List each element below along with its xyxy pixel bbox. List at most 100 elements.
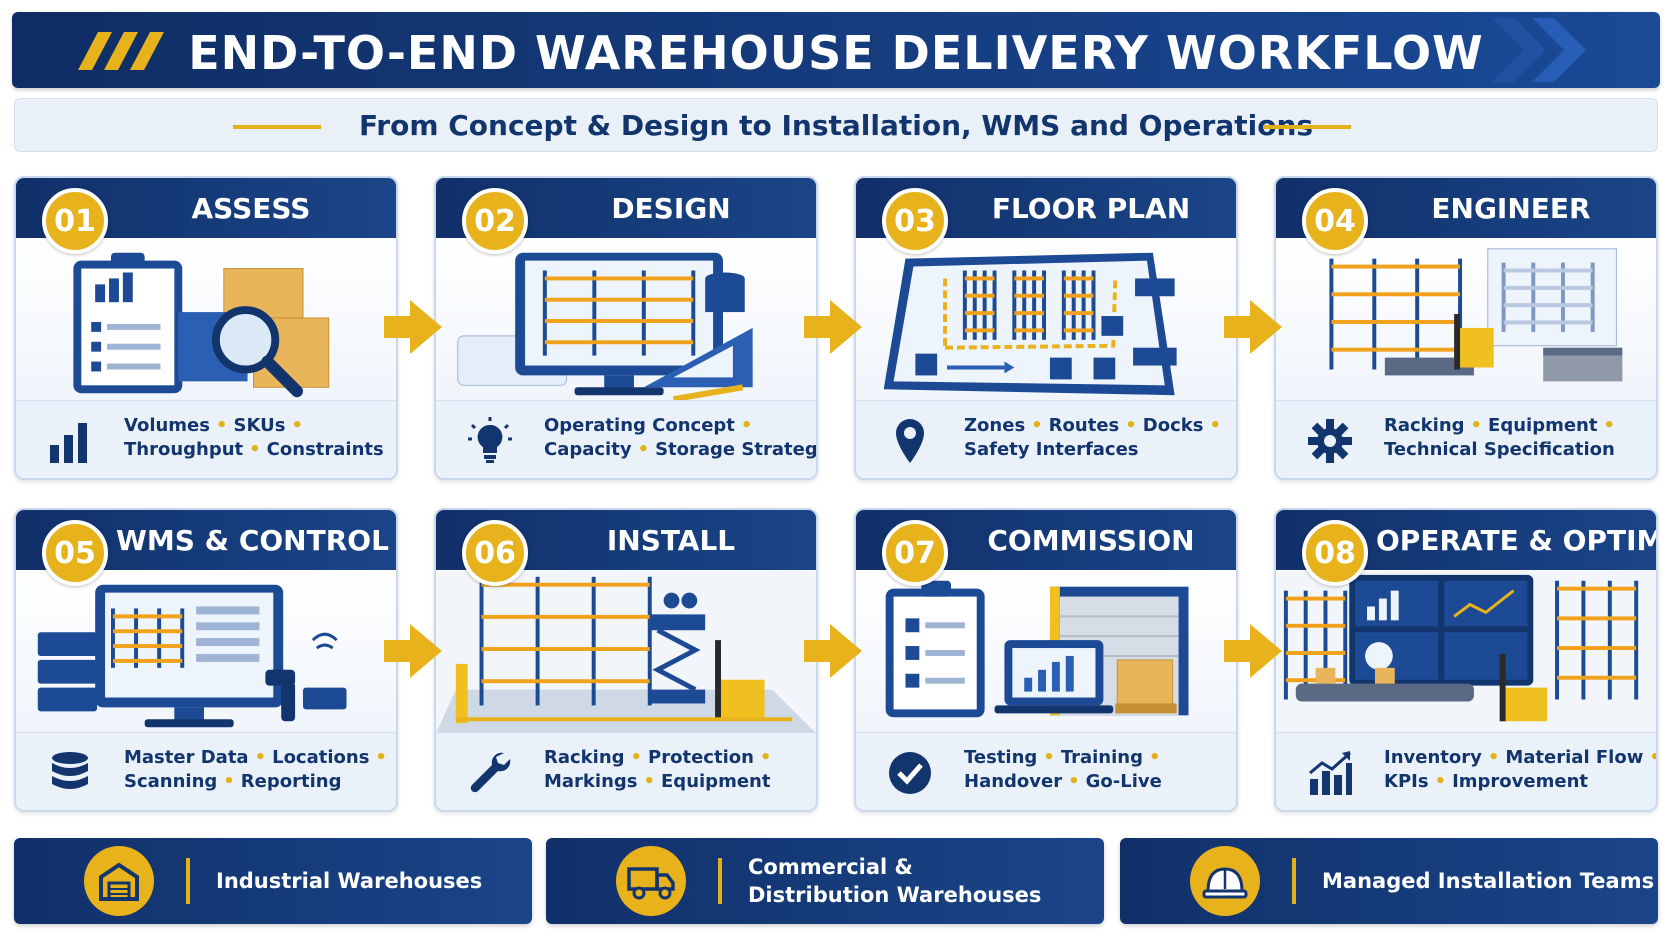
detail-item: Docks <box>1142 415 1204 436</box>
detail-item: SKUs <box>233 415 286 436</box>
step-number-badge: 03 <box>882 188 948 254</box>
detail-item: Throughput <box>124 439 244 460</box>
step-detail-line2: Markings•Equipment <box>544 771 806 792</box>
detail-item: Training <box>1060 747 1143 768</box>
database-icon <box>52 752 88 789</box>
step-illustration <box>436 570 816 734</box>
bullet-dot: • <box>1470 415 1483 436</box>
step-detail-line2: Safety Interfaces <box>964 439 1226 460</box>
step-illustration <box>856 238 1236 402</box>
bullet-dot: • <box>637 439 650 460</box>
separator <box>186 858 190 904</box>
bullet-dot: • <box>1209 415 1221 436</box>
detail-item: Improvement <box>1452 771 1588 792</box>
arrow-right-icon <box>384 300 442 354</box>
detail-item: Constraints <box>266 439 384 460</box>
step-detail-line1: Master Data•Locations• <box>124 747 387 768</box>
header-banner: END-TO-END WAREHOUSE DELIVERY WORKFLOW <box>12 12 1660 88</box>
step-footer: Volumes•SKUs• Throughput•Constraints <box>16 400 396 478</box>
detail-item: Go-Live <box>1085 771 1162 792</box>
step-detail-line1: Racking•Protection• <box>544 747 806 768</box>
audience-bar-installation: Managed Installation Teams <box>1120 838 1658 924</box>
wrench-icon <box>470 752 511 793</box>
detail-item: Reporting <box>240 771 342 792</box>
step-footer: Racking•Equipment• Technical Specificati… <box>1276 400 1656 478</box>
detail-item: Storage Strategy <box>655 439 818 460</box>
step-number-badge: 02 <box>462 188 528 254</box>
detail-item: Equipment <box>661 771 771 792</box>
step-card: 02 DESIGN Operating Concept• Capacity•St… <box>434 176 818 480</box>
step-illustration <box>1276 570 1656 734</box>
step-title: WMS & CONTROL <box>116 524 389 557</box>
step-title: OPERATE & OPTIMISE <box>1376 524 1656 557</box>
detail-item: Technical Specification <box>1384 439 1615 460</box>
bullet-dot: • <box>1149 747 1161 768</box>
separator <box>1292 858 1296 904</box>
step-illustration <box>856 570 1236 734</box>
step-detail-line2: Technical Specification <box>1384 439 1646 460</box>
step-number-badge: 07 <box>882 520 948 586</box>
bullet-dot: • <box>375 747 387 768</box>
page-subtitle: From Concept & Design to Installation, W… <box>358 109 1314 142</box>
step-number-badge: 06 <box>462 520 528 586</box>
bar-chart-icon <box>50 423 87 463</box>
audience-label-line1: Commercial & <box>748 855 913 879</box>
bullet-dot: • <box>249 439 261 460</box>
step-footer: Operating Concept• Capacity•Storage Stra… <box>436 400 816 478</box>
step-detail-line1: Testing•Training• <box>964 747 1226 768</box>
bullet-dot: • <box>740 415 753 436</box>
step-footer: Master Data•Locations• Scanning•Reportin… <box>16 732 396 810</box>
bullet-dot: • <box>1068 771 1080 792</box>
step-illustration <box>16 238 396 402</box>
bullet-dot: • <box>630 747 643 768</box>
step-title: ENGINEER <box>1431 192 1591 225</box>
detail-item: Master Data <box>124 747 249 768</box>
page-title: END-TO-END WAREHOUSE DELIVERY WORKFLOW <box>188 26 1484 80</box>
step-title: DESIGN <box>611 192 731 225</box>
detail-item: Volumes <box>124 415 210 436</box>
step-footer: Racking•Protection• Markings•Equipment <box>436 732 816 810</box>
bullet-dot: • <box>1649 747 1656 768</box>
detail-item: Racking <box>544 747 625 768</box>
step-detail-line2: KPIs•Improvement <box>1384 771 1646 792</box>
arrow-right-icon <box>804 300 862 354</box>
audience-label: Industrial Warehouses <box>216 869 483 893</box>
bullet-dot: • <box>1043 747 1055 768</box>
step-title: FLOOR PLAN <box>991 192 1191 225</box>
step-number-badge: 05 <box>42 520 108 586</box>
audience-label: Managed Installation Teams <box>1322 869 1655 893</box>
detail-item: Capacity <box>544 439 632 460</box>
detail-item: Safety Interfaces <box>964 439 1139 460</box>
step-detail-line2: Throughput•Constraints <box>124 439 386 460</box>
step-card: 03 FLOOR PLAN Zones•Routes•Docks• Safety… <box>854 176 1238 480</box>
detail-item: KPIs <box>1384 771 1429 792</box>
step-illustration <box>1276 238 1656 402</box>
step-card: 04 ENGINEER Racking•Equipment• Technical… <box>1274 176 1658 480</box>
check-circle-icon <box>889 752 931 794</box>
chevrons-decoration-icon <box>1492 18 1586 82</box>
step-card: 01 ASSESS Volumes•SKUs• Throughput•Const… <box>14 176 398 480</box>
step-detail-line1: Racking•Equipment• <box>1384 415 1646 436</box>
truck-icon <box>616 846 686 916</box>
arrow-right-icon <box>384 624 442 678</box>
map-pin-icon <box>896 419 924 463</box>
arrow-right-icon <box>1224 300 1282 354</box>
subtitle-rule-right <box>1263 125 1351 129</box>
detail-item: Locations <box>272 747 370 768</box>
step-detail-line1: Volumes•SKUs• <box>124 415 386 436</box>
bullet-dot: • <box>1125 415 1137 436</box>
detail-item: Operating Concept <box>544 415 735 436</box>
step-card: 08 OPERATE & OPTIMISE Inventory•Material… <box>1274 508 1658 812</box>
subtitle-rule-left <box>233 125 321 129</box>
detail-item: Testing <box>964 747 1038 768</box>
step-card: 05 WMS & CONTROL Master Data•Locations• … <box>14 508 398 812</box>
detail-item: Inventory <box>1384 747 1482 768</box>
bullet-dot: • <box>1603 415 1615 436</box>
step-detail-line1: Inventory•Material Flow• <box>1384 747 1656 768</box>
step-number-badge: 01 <box>42 188 108 254</box>
step-card: 06 INSTALL Racking•Protection• Markings•… <box>434 508 818 812</box>
bullet-dot: • <box>643 771 656 792</box>
bullet-dot: • <box>759 747 772 768</box>
step-detail-line2: Scanning•Reporting <box>124 771 386 792</box>
bullet-dot: • <box>1434 771 1447 792</box>
